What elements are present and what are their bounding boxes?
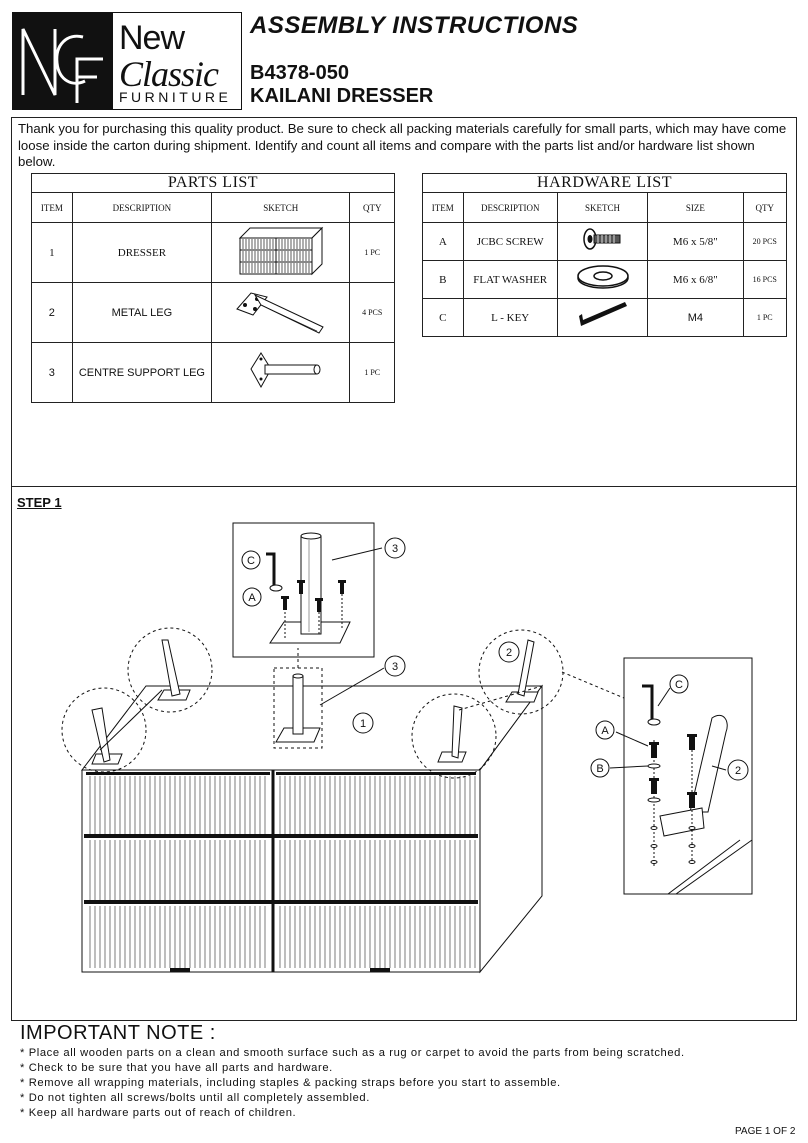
note-item: * Keep all hardware parts out of reach o… xyxy=(20,1106,685,1121)
callout-2-right: 2 xyxy=(735,765,741,777)
callout-c-right: C xyxy=(675,679,683,691)
callout-3: 3 xyxy=(392,543,398,555)
note-text: Check to be sure that you have all parts… xyxy=(28,1062,333,1074)
col-sketch: SKETCH xyxy=(556,192,649,223)
leg-hardware-detail xyxy=(609,684,753,895)
item-letter: C xyxy=(422,298,464,337)
centre-support-leg-sketch-icon xyxy=(211,342,351,403)
note-bullet: * xyxy=(20,1047,25,1059)
screw-icon xyxy=(556,222,649,261)
table-row: 3 CENTRE SUPPORT LEG 1 PC xyxy=(31,342,395,403)
callout-c: C xyxy=(247,555,255,567)
item-qty: 1 PC xyxy=(349,222,395,283)
callout-c-circle xyxy=(241,550,261,570)
note-item: * Check to be sure that you have all par… xyxy=(20,1061,685,1076)
callout-2: 2 xyxy=(506,647,512,659)
note-text: Keep all hardware parts out of reach of … xyxy=(28,1107,297,1119)
item-qty: 4 PCS xyxy=(349,282,395,343)
item-description: CENTRE SUPPORT LEG xyxy=(71,342,213,403)
item-size: M6 x 5/8" xyxy=(647,222,744,261)
callout-2-circle xyxy=(498,641,520,663)
note-item: * Place all wooden parts on a clean and … xyxy=(20,1046,685,1061)
leader-lines xyxy=(99,547,625,751)
item-size: M6 x 6/8" xyxy=(647,260,744,299)
note-text: Place all wooden parts on a clean and sm… xyxy=(28,1047,685,1059)
callout-1-circle xyxy=(352,712,374,734)
logo-monogram-block xyxy=(13,13,113,109)
washer-icon xyxy=(556,260,649,299)
model-block: B4378-050 KAILANI DRESSER xyxy=(250,62,433,108)
hardware-list-table: HARDWARE LIST ITEM DESCRIPTION SKETCH SI… xyxy=(422,173,787,337)
important-note-list: * Place all wooden parts on a clean and … xyxy=(20,1046,685,1121)
centre-leg-detail xyxy=(266,532,351,644)
item-qty: 16 PCS xyxy=(742,260,787,299)
callout-b: B xyxy=(596,763,603,775)
callout-1: 1 xyxy=(360,718,366,730)
note-item: * Do not tighten all screws/bolts until … xyxy=(20,1091,685,1106)
item-description: FLAT WASHER xyxy=(462,260,558,299)
callout-3-circle xyxy=(384,537,406,559)
item-qty: 1 PC xyxy=(742,298,787,337)
item-description: METAL LEG xyxy=(71,282,213,343)
item-qty: 1 PC xyxy=(349,342,395,403)
col-sketch: SKETCH xyxy=(211,192,351,223)
note-text: Remove all wrapping materials, including… xyxy=(28,1077,561,1089)
table-row: C L - KEY M4 1 PC xyxy=(422,298,787,337)
item-number: 2 xyxy=(31,282,73,343)
dresser-illustration xyxy=(80,684,543,974)
parts-list-table: PARTS LIST ITEM DESCRIPTION SKETCH QTY 1… xyxy=(31,173,395,403)
brand-logo: New Classic FURNITURE xyxy=(12,12,242,110)
step-label: STEP 1 xyxy=(17,495,62,510)
callout-c-right-circle xyxy=(669,674,689,694)
note-item: * Remove all wrapping materials, includi… xyxy=(20,1076,685,1091)
callout-2-right-circle xyxy=(727,759,749,781)
note-bullet: * xyxy=(20,1092,25,1104)
logo-word-classic: Classic xyxy=(119,54,219,94)
callout-b-circle xyxy=(590,758,610,778)
intro-text: Thank you for purchasing this quality pr… xyxy=(18,121,787,169)
callout-a-right: A xyxy=(601,725,609,737)
table-row: A JCBC SCREW M6 x 5/8" 20 PCS xyxy=(422,222,787,261)
centre-leg-on-top xyxy=(275,648,321,743)
important-note-title: IMPORTANT NOTE : xyxy=(20,1022,216,1044)
item-number: 1 xyxy=(31,222,73,283)
note-bullet: * xyxy=(20,1107,25,1119)
step-section-frame xyxy=(11,486,797,1021)
ncf-monogram-icon xyxy=(21,28,103,103)
hardware-list-title: HARDWARE LIST xyxy=(422,173,787,193)
page-number: PAGE 1 OF 2 xyxy=(735,1126,796,1137)
callout-a-circle xyxy=(242,587,262,607)
item-qty: 20 PCS xyxy=(742,222,787,261)
callout-3-lower-circle xyxy=(384,655,406,677)
item-letter: A xyxy=(422,222,464,261)
table-row: 1 DRESSER 1 PC xyxy=(31,222,395,283)
metal-legs xyxy=(91,639,539,765)
item-size: M4 xyxy=(647,298,744,337)
callout-a-right-circle xyxy=(595,720,615,740)
note-bullet: * xyxy=(20,1077,25,1089)
model-code: B4378-050 xyxy=(250,62,349,84)
page-title: ASSEMBLY INSTRUCTIONS xyxy=(250,12,579,39)
l-key-icon xyxy=(556,298,649,337)
logo-word-furniture: FURNITURE xyxy=(119,89,232,105)
item-number: 3 xyxy=(31,342,73,403)
product-name: KAILANI DRESSER xyxy=(250,85,434,107)
note-text: Do not tighten all screws/bolts until al… xyxy=(28,1092,370,1104)
callout-a: A xyxy=(248,592,256,604)
callout-3-lower: 3 xyxy=(392,661,398,673)
col-item: ITEM xyxy=(31,192,73,223)
metal-leg-sketch-icon xyxy=(211,282,351,343)
note-bullet: * xyxy=(20,1062,25,1074)
table-row: B FLAT WASHER M6 x 6/8" 16 PCS xyxy=(422,260,787,299)
col-size: SIZE xyxy=(647,192,744,223)
logo-word-new: New xyxy=(119,19,185,57)
col-description: DESCRIPTION xyxy=(462,192,558,223)
item-description: DRESSER xyxy=(71,222,213,283)
dresser-sketch-icon xyxy=(211,222,351,283)
table-row: 2 METAL LEG 4 PCS xyxy=(31,282,395,343)
